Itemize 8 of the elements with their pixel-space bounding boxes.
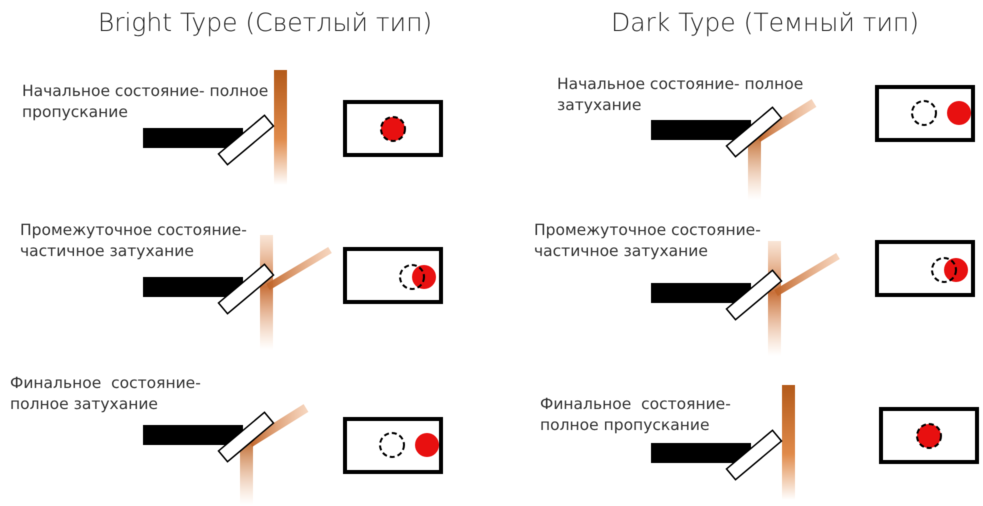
state-caption: Промежуточное состояние- частичное затухание [534,220,762,262]
column-heading: Bright Type (Светлый тип) [98,8,432,37]
state-caption: Начальное состояние- полное пропускание [22,81,270,123]
state-caption: Финальное состояние- полное затухание [10,373,202,415]
column-heading: Dark Type (Темный тип) [610,8,920,37]
state-caption: Финальное состояние- полное пропускание [540,394,732,436]
state-caption: Начальное состояние- полное затухание [557,74,804,116]
state-caption: Промежуточное состояние- частичное затухание [20,220,248,262]
